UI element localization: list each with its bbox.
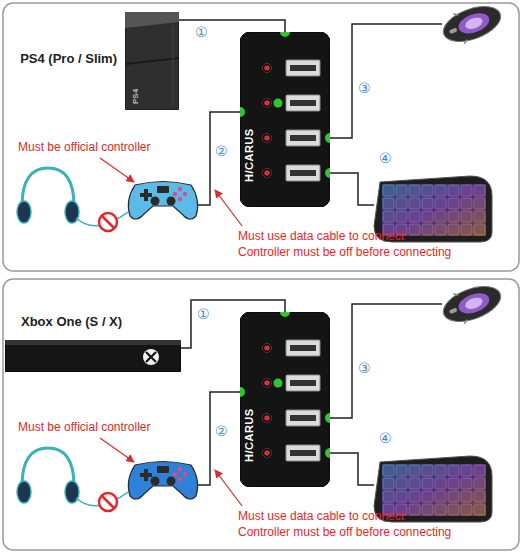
- panel-art: [17, 279, 506, 522]
- callout-number: ②: [214, 423, 229, 439]
- callout-number: ④: [378, 150, 393, 166]
- callout-number: ①: [194, 24, 209, 40]
- brand-text: H/CARUS: [244, 408, 255, 462]
- console-marking: PS4: [131, 89, 140, 104]
- console-name: Xbox One (S / X): [21, 315, 122, 330]
- warning-note: Must use data cable to connect: [238, 230, 404, 244]
- console-name: PS4 (Pro / Slim): [20, 52, 117, 67]
- callout-number: ①: [196, 306, 211, 322]
- warning-note: Must use data cable to connect: [238, 510, 404, 524]
- xbox-shape: [5, 340, 181, 372]
- hub-box: H/CARUS: [240, 312, 330, 487]
- panel: [3, 279, 519, 550]
- callout-number: ②: [214, 143, 229, 159]
- hub-box: H/CARUS: [240, 32, 330, 207]
- warning-note: Controller must be off before connecting: [238, 246, 451, 260]
- controller: [128, 462, 197, 500]
- brand-text: H/CARUS: [244, 128, 255, 182]
- callout-number: ④: [378, 430, 393, 446]
- callout-number: ③: [357, 360, 372, 376]
- warning-note: Must be official controller: [18, 141, 151, 155]
- console-box: Xbox One (S / X): [5, 340, 181, 372]
- callout-number: ③: [357, 80, 372, 96]
- warning-note: Must be official controller: [18, 421, 151, 435]
- warning-note: Controller must be off before connecting: [238, 526, 451, 540]
- panel-art: [17, 0, 506, 242]
- controller: [128, 182, 197, 220]
